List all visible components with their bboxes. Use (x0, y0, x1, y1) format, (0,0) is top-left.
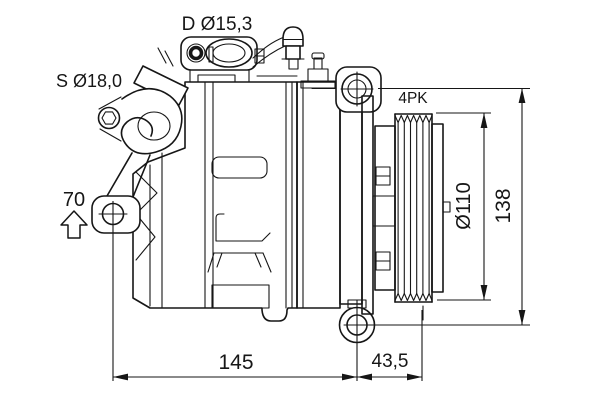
top-mount-boss (335, 66, 382, 113)
face-plate-notch (442, 201, 451, 213)
direction-ref-label: 70 (63, 189, 85, 211)
arrowhead-down-icon (518, 310, 526, 325)
suction-port-label: S Ø18,0 (56, 71, 122, 91)
face-slot (211, 156, 268, 179)
threaded-hole (186, 43, 206, 63)
arrowhead-left-icon (113, 373, 128, 381)
belt-grooves-top (394, 114, 433, 124)
compressor-body (91, 26, 451, 344)
dim-label-145: 145 (218, 351, 253, 374)
belt-grooves-bottom (394, 292, 433, 302)
bolt-hole (97, 106, 121, 130)
arrowhead-up-icon (480, 113, 488, 128)
arrowhead-up-icon (518, 88, 526, 103)
dim-label-43-5: 43,5 (372, 351, 409, 372)
arrowhead-left-icon (357, 373, 372, 381)
dim-label-138: 138 (492, 188, 515, 223)
discharge-opening (205, 38, 253, 68)
front-housing (132, 74, 298, 322)
front-mount-lug (91, 195, 141, 234)
pulley (394, 113, 451, 321)
clamp-hook (120, 87, 183, 155)
dim-label-diameter: Ø110 (453, 182, 475, 229)
clutch-rotor (361, 95, 396, 315)
belt-profile-label: 4PK (398, 90, 428, 107)
dim-mounting-length: 145 (112, 201, 358, 381)
dim-overall-height: 138 (366, 87, 530, 326)
arrowhead-right-icon (407, 373, 422, 381)
dim-pulley-offset: 43,5 (357, 310, 423, 381)
shaft-block (372, 195, 396, 227)
bottom-panel (211, 284, 270, 309)
pulley-face-plate (431, 123, 444, 293)
dim-pulley-diameter: Ø110 (436, 112, 491, 301)
belt-rib-lines (397, 121, 430, 295)
arrowhead-right-icon (342, 373, 357, 381)
clamp-opening (137, 111, 171, 141)
hex-bolt (101, 111, 117, 125)
discharge-port-label: D Ø15,3 (182, 14, 253, 35)
suction-bracket (97, 47, 189, 198)
direction-ref: 70 (60, 189, 88, 239)
pressure-switch (252, 26, 305, 70)
dimensions: 145 43,5 Ø110 138 D Ø (56, 14, 530, 381)
up-arrow-icon (60, 210, 88, 239)
discharge-port (180, 36, 265, 83)
arrowhead-down-icon (480, 285, 488, 300)
